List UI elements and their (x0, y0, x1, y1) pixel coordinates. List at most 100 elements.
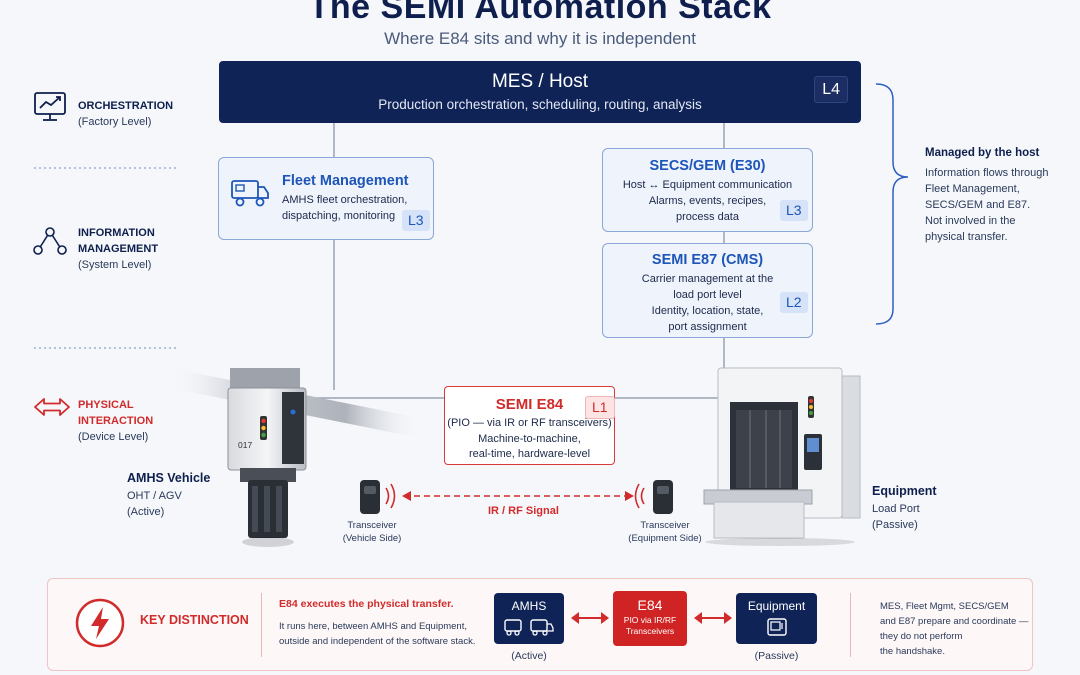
amhs-summary-box: AMHS (494, 593, 564, 644)
vehicle-title: AMHS Vehicle (127, 471, 211, 485)
vehicles-icon (504, 619, 554, 636)
bottom-note-line: the handshake. (880, 646, 945, 657)
e87-line: port assignment (668, 321, 747, 333)
level-label-physical: PHYSICAL INTERACTION (Device Level) (78, 397, 153, 445)
e87-title: SEMI E87 (CMS) (651, 252, 764, 268)
level-badge-l2: L2 (780, 292, 808, 313)
vehicle-id: 017 (238, 440, 253, 450)
fleet-line: dispatching, monitoring (282, 210, 396, 222)
fleet-line: AMHS fleet orchestration, (282, 194, 408, 206)
bottom-headline: E84 executes the physical transfer. (279, 598, 454, 610)
lightning-bolt-icon (74, 597, 126, 649)
bottom-line: outside and independent of the software … (279, 636, 476, 647)
amhs-summary-title: AMHS (511, 599, 547, 613)
secs-line: Host ↔ Equipment communication (622, 179, 793, 191)
equipment-illustration (700, 362, 865, 547)
host-note-title: Managed by the host (925, 147, 1040, 159)
e84-line: real-time, hardware-level (468, 448, 591, 460)
level-label-information: INFORMATION MANAGEMENT (System Level) (78, 225, 158, 273)
equipment-summary-box: Equipment (736, 593, 817, 644)
equipment-line: (Passive) (872, 519, 918, 531)
e84-summary-line: PIO via IR/RF (623, 615, 677, 625)
equipment-summary-title: Equipment (747, 599, 806, 613)
amhs-vehicle-illustration: 017 (170, 360, 420, 550)
ir-rf-signal-link (360, 480, 673, 514)
host-note-line: Not involved in the (925, 215, 1016, 227)
transceiver-line: Transceiver (640, 520, 690, 531)
tool-icon (766, 618, 787, 636)
level-badge-l3: L3 (402, 210, 430, 231)
mes-host-box: MES / Host Production orchestration, sch… (219, 61, 861, 123)
e84-line: (PIO — via IR or RF transceivers) (447, 417, 612, 429)
e87-line: Carrier management at the (641, 273, 774, 285)
key-distinction-panel: KEY DISTINCTION E84 executes the physica… (47, 578, 1033, 671)
divider (261, 593, 262, 657)
level-title: INFORMATION (78, 227, 155, 239)
double-arrow-icon (694, 612, 732, 624)
equipment-label: Equipment Load Port (Passive) (872, 484, 937, 533)
divider (850, 593, 851, 657)
e87-box: SEMI E87 (CMS) Carrier management at the… (602, 243, 813, 338)
amhs-vehicle-label: AMHS Vehicle OHT / AGV (Active) (127, 471, 210, 520)
bottom-line: It runs here, between AMHS and Equipment… (279, 621, 467, 632)
level-badge-l3: L3 (780, 200, 808, 221)
secs-line: Alarms, events, recipes, (648, 195, 767, 207)
network-nodes-icon (32, 226, 68, 256)
transceiver-line: (Vehicle Side) (342, 533, 402, 544)
truck-icon (230, 178, 270, 213)
host-note-line: Information flows through (925, 167, 1049, 179)
level-sub: (System Level) (78, 259, 152, 271)
fleet-management-box: Fleet Management AMHS fleet orchestratio… (218, 157, 434, 240)
bottom-text: It runs here, between AMHS and Equipment… (279, 619, 475, 649)
key-distinction-label: KEY DISTINCTION (140, 613, 249, 627)
equipment-title: Equipment (872, 484, 937, 498)
e84-summary-line: Transceivers (625, 626, 675, 636)
level-label-orchestration: ORCHESTRATION (Factory Level) (78, 98, 173, 130)
double-arrow-icon (33, 396, 71, 418)
vehicle-line: (Active) (127, 506, 165, 518)
vehicle-line: OHT / AGV (127, 490, 182, 502)
equipment-line: Load Port (872, 503, 920, 515)
bottom-note-line: MES, Fleet Mgmt, SECS/GEM (880, 601, 1009, 612)
signal-label: IR / RF Signal (488, 505, 559, 517)
transceiver-line: Transceiver (347, 520, 397, 531)
double-arrow-icon (571, 612, 609, 624)
secs-line: process data (676, 211, 739, 223)
e84-title: SEMI E84 (495, 396, 564, 413)
mes-subtitle: Production orchestration, scheduling, ro… (378, 97, 702, 112)
amhs-caption: (Active) (511, 650, 547, 662)
page-subtitle: Where E84 sits and why it is independent (384, 29, 696, 48)
host-note-line: physical transfer. (925, 231, 1008, 243)
transceiver-line: (Equipment Side) (628, 533, 702, 544)
fleet-title: Fleet Management (282, 173, 409, 189)
e87-line: load port level (673, 289, 742, 301)
e84-line: Machine-to-machine, (478, 432, 581, 445)
level-sub: (Factory Level) (78, 116, 152, 128)
e84-summary-box: E84 PIO via IR/RF Transceivers (613, 591, 687, 646)
mes-title: MES / Host (491, 71, 589, 92)
bottom-note: MES, Fleet Mgmt, SECS/GEM and E87 prepar… (880, 599, 1028, 659)
host-note-line: Fleet Management, (925, 183, 1020, 195)
level-title: INTERACTION (78, 415, 154, 427)
host-note: Managed by the host Information flows th… (925, 147, 1049, 245)
host-note-line: SECS/GEM and E87. (925, 199, 1031, 211)
e87-line: Identity, location, state, (651, 305, 764, 317)
level-title: PHYSICAL (78, 399, 134, 411)
secs-gem-box: SECS/GEM (E30) Host ↔ Equipment communic… (602, 148, 813, 232)
level-title: ORCHESTRATION (78, 100, 174, 112)
transceiver-equipment-label: Transceiver (Equipment Side) (615, 519, 715, 545)
equipment-caption: (Passive) (754, 650, 799, 662)
e84-box: SEMI E84 (PIO — via IR or RF transceiver… (444, 386, 615, 465)
bottom-note-line: and E87 prepare and coordinate — (880, 616, 1029, 627)
level-badge-l1: L1 (585, 396, 615, 419)
level-sub: (Device Level) (78, 431, 149, 443)
monitor-chart-icon (33, 90, 67, 124)
bottom-note-line: they do not perform (880, 631, 963, 642)
level-badge-l4: L4 (814, 76, 848, 103)
page-title: The SEMI Automation Stack (308, 0, 772, 26)
e84-summary-title: E84 (637, 597, 663, 613)
level-title: MANAGEMENT (78, 243, 159, 255)
transceiver-vehicle-label: Transceiver (Vehicle Side) (322, 519, 422, 545)
secs-title: SECS/GEM (E30) (649, 158, 766, 174)
